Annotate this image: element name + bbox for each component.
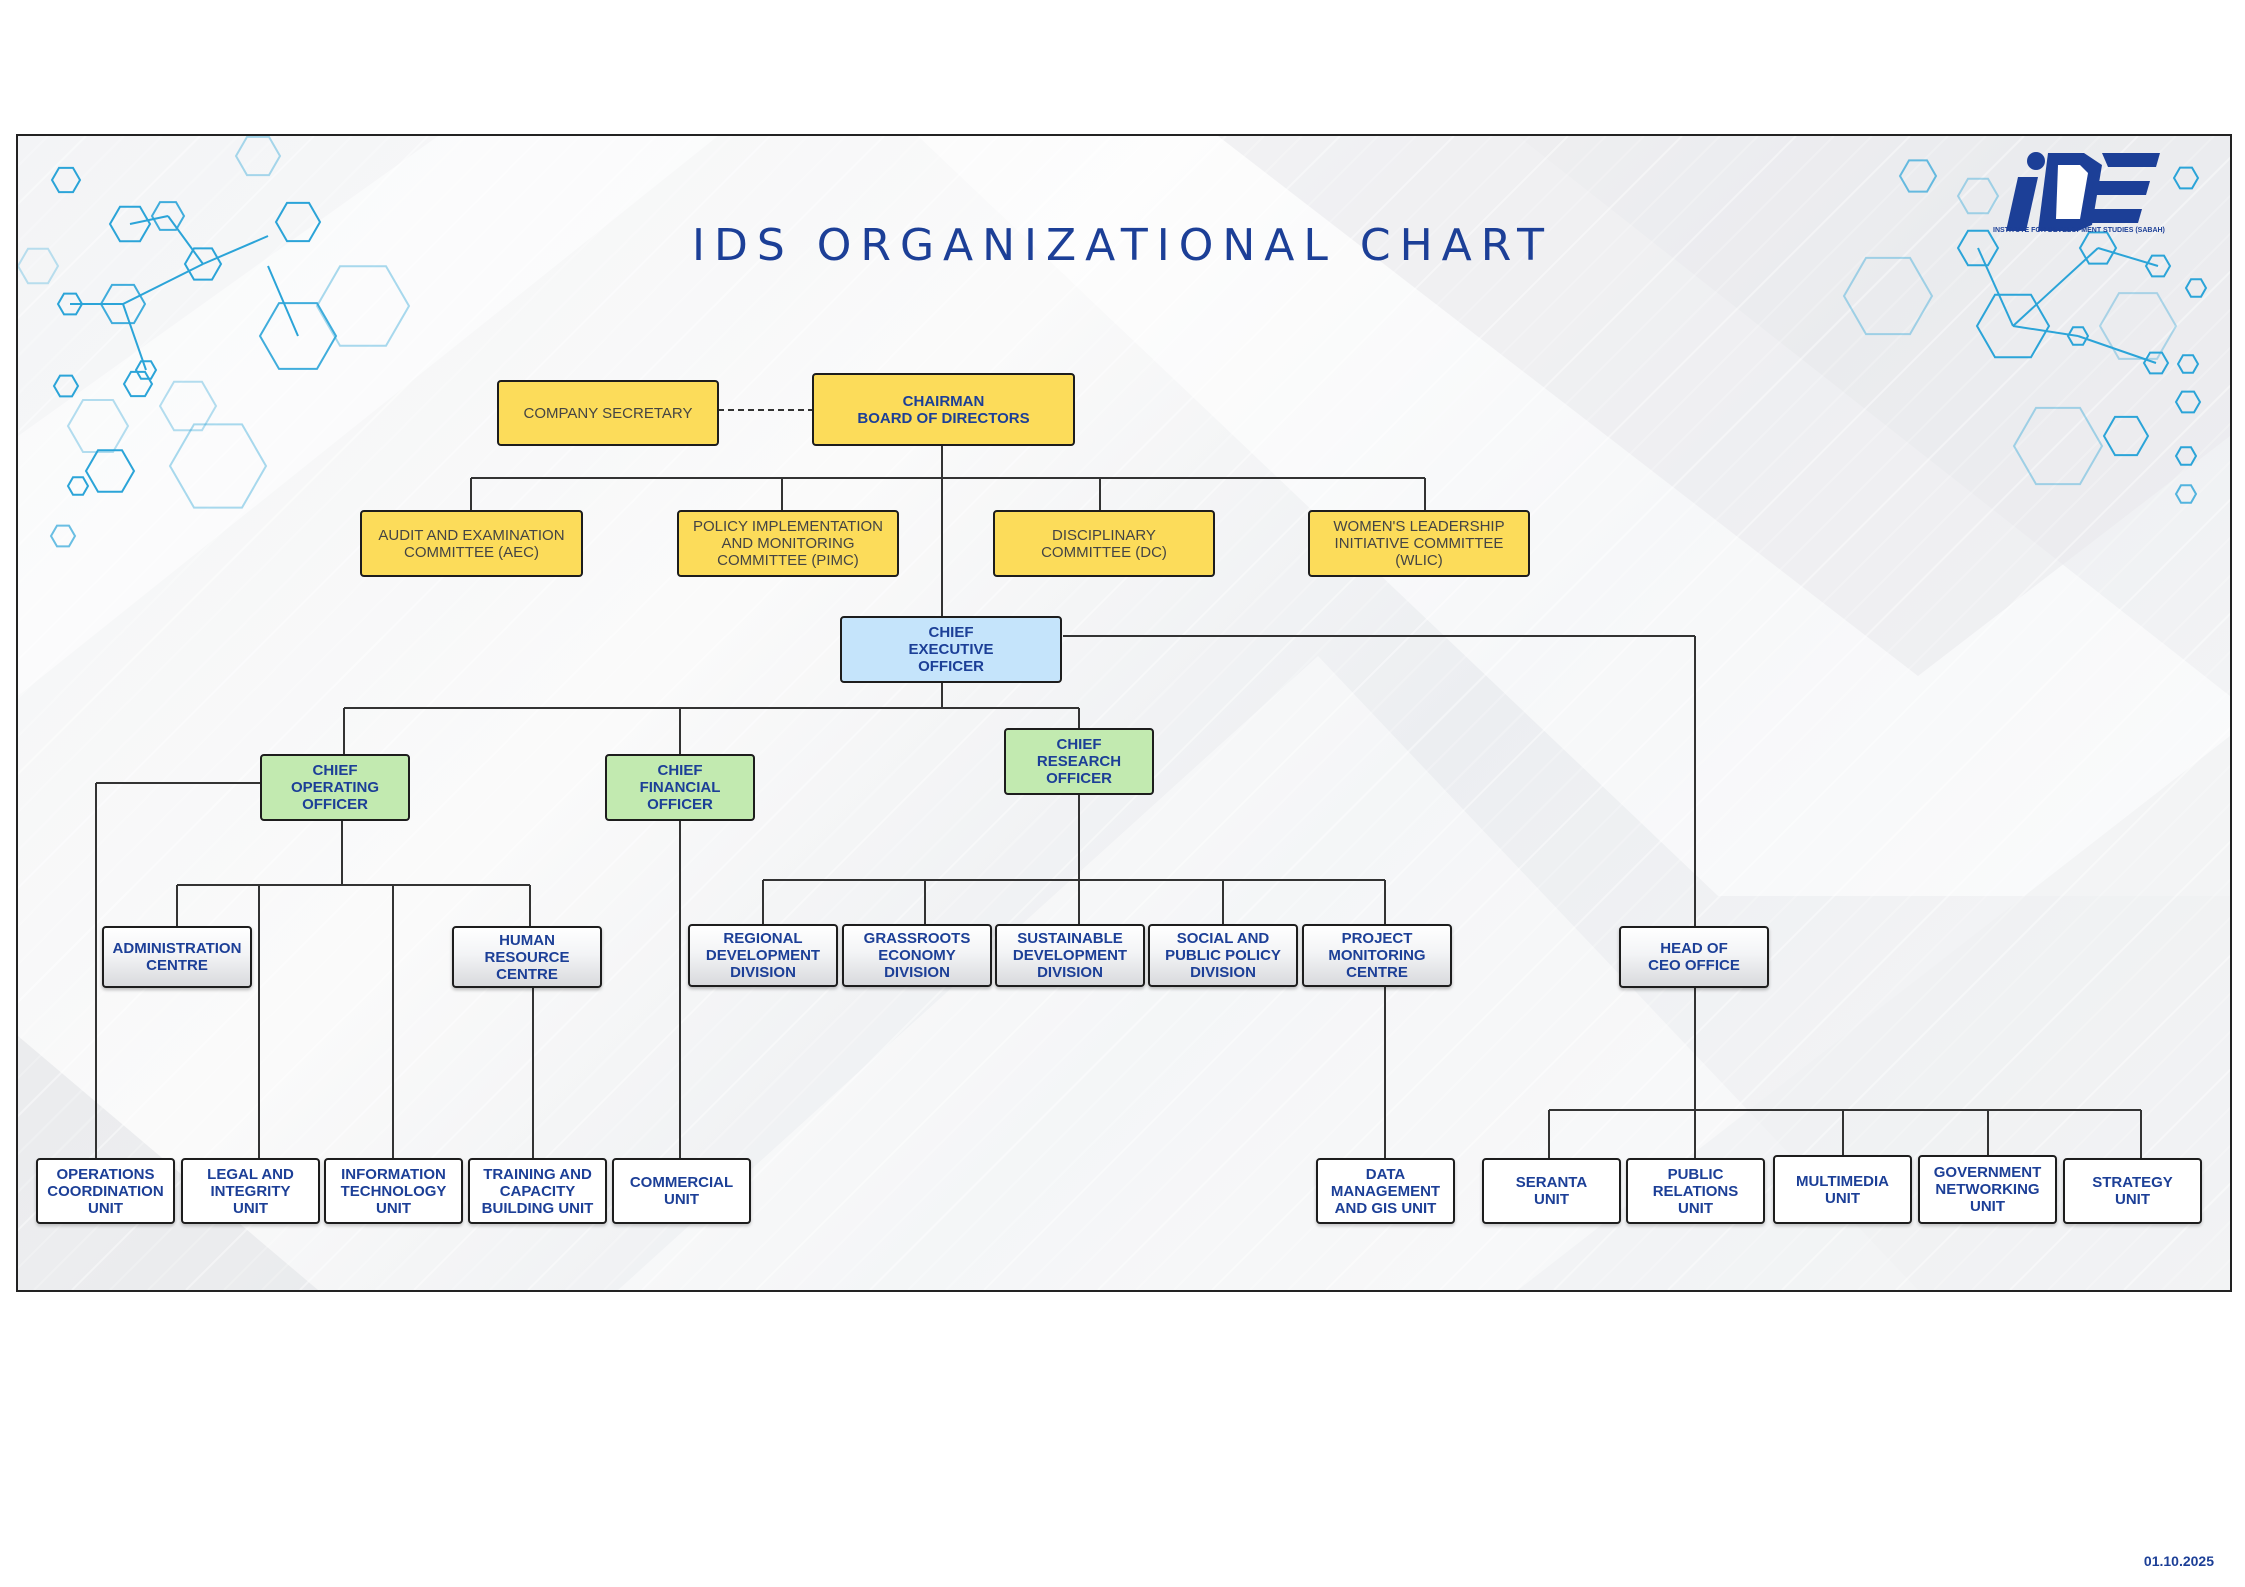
background-decoration xyxy=(18,136,2230,1290)
molecule-link xyxy=(122,263,204,305)
hr-centre-box: HUMAN RESOURCE CENTRE xyxy=(452,926,602,988)
grassroots-division-box: GRASSROOTS ECONOMY DIVISION xyxy=(842,924,992,987)
hexagon-shape xyxy=(50,166,82,194)
it-unit-box: INFORMATION TECHNOLOGY UNIT xyxy=(324,1158,463,1224)
data-gis-unit-box: DATA MANAGEMENT AND GIS UNIT xyxy=(1316,1158,1455,1224)
hexagon-shape xyxy=(150,201,186,231)
training-capacity-unit-box: TRAINING AND CAPACITY BUILDING UNIT xyxy=(468,1158,607,1224)
hexagon-shape xyxy=(315,265,411,347)
legal-integrity-unit-box: LEGAL AND INTEGRITY UNIT xyxy=(181,1158,320,1224)
hexagon-shape xyxy=(168,423,268,509)
hexagon-shape xyxy=(2176,354,2200,374)
head-ceo-office-box: HEAD OF CEO OFFICE xyxy=(1619,926,1769,988)
hexagon-shape xyxy=(2174,446,2198,466)
chart-title: IDS ORGANIZATIONAL CHART xyxy=(691,220,1554,271)
strategy-unit-box: STRATEGY UNIT xyxy=(2063,1158,2202,1224)
logo-caption: INSTITUTE FOR DEVELOPMENT STUDIES (SABAH… xyxy=(1993,227,2165,234)
pimc-box: POLICY IMPLEMENTATION AND MONITORING COM… xyxy=(677,510,899,577)
aec-box: AUDIT AND EXAMINATION COMMITTEE (AEC) xyxy=(360,510,583,577)
cfo-box: CHIEF FINANCIAL OFFICER xyxy=(605,754,755,821)
dc-box: DISCIPLINARY COMMITTEE (DC) xyxy=(993,510,1215,577)
company-secretary-box: COMPANY SECRETARY xyxy=(497,380,719,446)
cro-box: CHIEF RESEARCH OFFICER xyxy=(1004,728,1154,795)
hexagon-shape xyxy=(84,449,136,493)
hexagon-shape xyxy=(1956,229,2000,267)
regional-division-box: REGIONAL DEVELOPMENT DIVISION xyxy=(688,924,838,987)
hexagon-shape xyxy=(134,360,158,380)
hexagon-shape xyxy=(2142,351,2170,375)
hexagon-shape xyxy=(2172,166,2200,190)
administration-centre-box: ADMINISTRATION CENTRE xyxy=(102,926,252,988)
hexagon-shape xyxy=(56,292,84,316)
molecule-link xyxy=(1977,247,2014,327)
hexagon-shape xyxy=(2012,406,2104,486)
molecule-link xyxy=(167,215,204,265)
hexagon-shape xyxy=(1898,159,1938,193)
hexagon-shape xyxy=(108,205,152,243)
seranta-unit-box: SERANTA UNIT xyxy=(1482,1158,1621,1224)
hexagon-shape xyxy=(234,136,282,177)
hexagon-shape xyxy=(2102,415,2150,457)
hexagon-shape xyxy=(66,399,130,453)
wlic-box: WOMEN'S LEADERSHIP INITIATIVE COMMITTEE … xyxy=(1308,510,1530,577)
molecule-link xyxy=(267,265,299,337)
date-label: 01.10.2025 xyxy=(2143,1553,2214,1569)
hexagon-shape xyxy=(18,247,60,285)
molecule-link xyxy=(2097,247,2159,267)
chairman-box: CHAIRMAN BOARD OF DIRECTORS xyxy=(812,373,1075,446)
molecule-link xyxy=(122,303,147,371)
hexagon-shape xyxy=(49,524,77,548)
hexagon-shape xyxy=(183,247,223,281)
hexagon-shape xyxy=(2174,484,2198,504)
operations-coordination-unit-box: OPERATIONS COORDINATION UNIT xyxy=(36,1158,175,1224)
hexagon-shape xyxy=(1956,177,2000,215)
hexagon-shape xyxy=(2174,390,2202,414)
hexagon-shape xyxy=(158,380,218,432)
molecule-link xyxy=(2077,335,2157,364)
sustainable-division-box: SUSTAINABLE DEVELOPMENT DIVISION xyxy=(995,924,1145,987)
public-relations-unit-box: PUBLIC RELATIONS UNIT xyxy=(1626,1158,1765,1224)
hexagon-shape xyxy=(2066,326,2090,346)
multimedia-unit-box: MULTIMEDIA UNIT xyxy=(1773,1155,1912,1224)
molecule-link xyxy=(202,235,269,265)
hexagon-shape xyxy=(274,201,322,243)
chart-frame xyxy=(16,134,2232,1292)
hexagon-shape xyxy=(2078,231,2118,265)
hexagon-shape xyxy=(1842,256,1934,336)
molecule-link xyxy=(129,215,169,225)
ceo-box: CHIEF EXECUTIVE OFFICER xyxy=(840,616,1062,683)
coo-box: CHIEF OPERATING OFFICER xyxy=(260,754,410,821)
project-monitoring-centre-box: PROJECT MONITORING CENTRE xyxy=(1302,924,1452,987)
molecule-link xyxy=(2012,247,2099,327)
hexagon-shape xyxy=(2144,254,2172,278)
ids-logo-icon xyxy=(2006,152,2160,231)
hexagon-shape xyxy=(2184,278,2208,298)
hexagon-shape xyxy=(66,476,90,496)
hexagon-shape xyxy=(2098,292,2178,360)
hexagon-shape xyxy=(258,302,338,370)
hexagon-shape xyxy=(1975,293,2051,359)
commercial-unit-box: COMMERCIAL UNIT xyxy=(612,1158,751,1224)
hexagon-shape xyxy=(122,370,154,398)
molecule-link xyxy=(2012,325,2079,337)
hexagon-shape xyxy=(52,374,80,398)
social-policy-division-box: SOCIAL AND PUBLIC POLICY DIVISION xyxy=(1148,924,1298,987)
government-networking-unit-box: GOVERNMENT NETWORKING UNIT xyxy=(1918,1155,2057,1224)
